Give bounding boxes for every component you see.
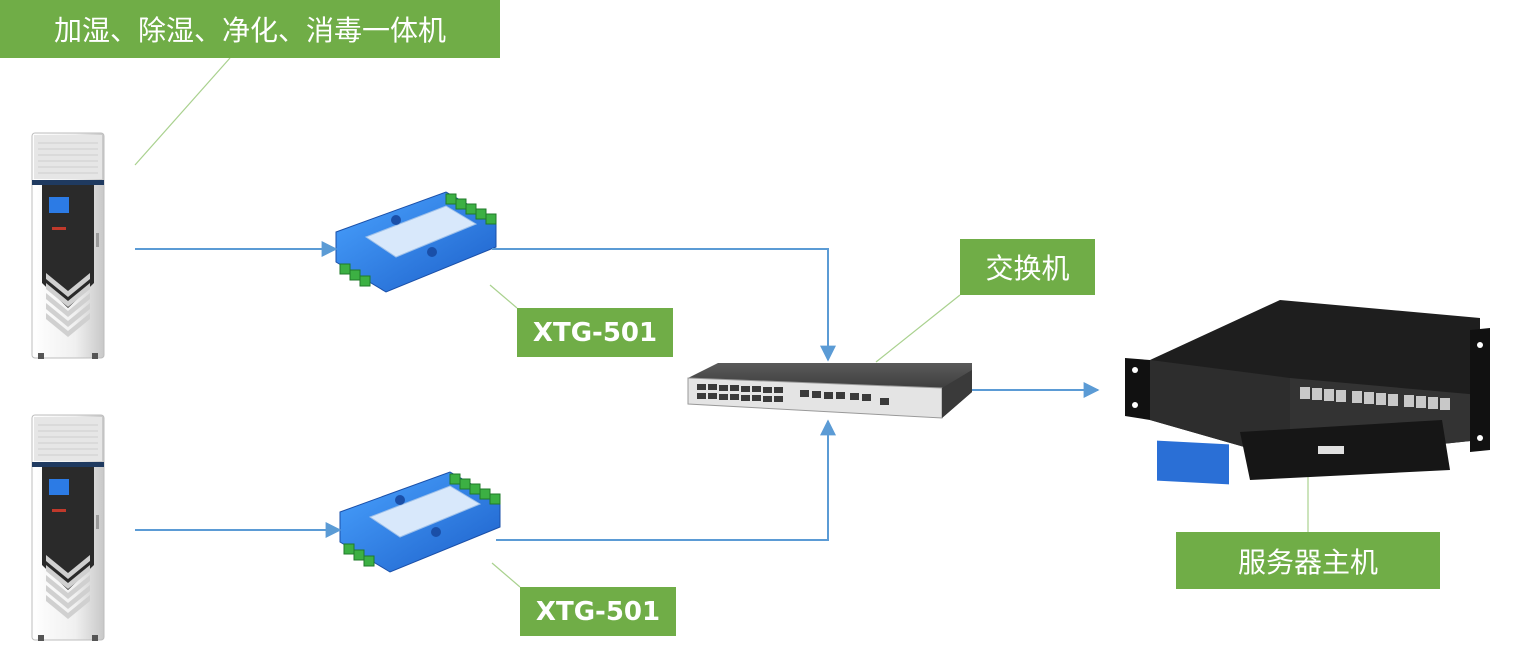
converter-2-label: XTG-501 xyxy=(520,587,676,636)
serial-converter-icon xyxy=(335,191,497,293)
network-switch-icon xyxy=(687,363,972,419)
rack-server-icon xyxy=(1125,300,1490,485)
converter-1-label: XTG-501 xyxy=(517,308,673,357)
callout-line-converter-1 xyxy=(489,284,518,309)
connector-converter2-switch xyxy=(496,419,836,541)
server-label: 服务器主机 xyxy=(1176,532,1440,589)
cabinet-icon xyxy=(31,414,105,642)
cabinet-icon xyxy=(31,132,105,360)
switch-label: 交换机 xyxy=(960,239,1095,295)
serial-converter-icon xyxy=(339,471,501,573)
callout-line-humidifier xyxy=(134,57,231,166)
connector-converter1-switch xyxy=(492,248,836,362)
callout-line-switch xyxy=(875,294,961,363)
humidifier-label: 加湿、除湿、净化、消毒一体机 xyxy=(0,0,500,58)
callout-line-converter-2 xyxy=(491,562,521,588)
